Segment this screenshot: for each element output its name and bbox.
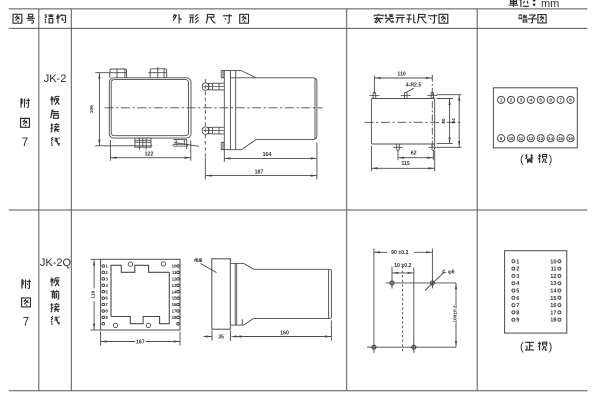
svg-text:4: 4	[529, 98, 532, 104]
svg-text:187: 187	[255, 169, 264, 175]
svg-text:9: 9	[516, 318, 519, 324]
svg-text:11: 11	[551, 267, 557, 273]
svg-text:106: 106	[89, 105, 95, 113]
svg-text:1: 1	[516, 259, 519, 265]
svg-text:1: 1	[105, 264, 108, 269]
svg-text:35: 35	[218, 334, 224, 340]
svg-text:7: 7	[23, 316, 29, 328]
svg-text:JK-2: JK-2	[44, 73, 67, 85]
svg-text:2: 2	[105, 270, 108, 275]
svg-text:16: 16	[550, 303, 556, 309]
svg-text:167: 167	[136, 339, 145, 345]
svg-text:4- φ6: 4- φ6	[442, 270, 455, 276]
svg-text:4: 4	[516, 281, 520, 287]
svg-text:9: 9	[105, 315, 108, 320]
svg-text:18: 18	[550, 318, 556, 324]
svg-text:3: 3	[105, 276, 108, 281]
svg-text:JK-2Q: JK-2Q	[40, 257, 72, 269]
svg-text:17: 17	[550, 310, 556, 316]
svg-text:4: 4	[105, 283, 108, 288]
svg-text:15: 15	[172, 296, 177, 301]
svg-text:115: 115	[401, 161, 410, 167]
svg-text:12: 12	[550, 274, 556, 280]
svg-text:90 ±0.2: 90 ±0.2	[391, 250, 408, 256]
svg-text:14: 14	[548, 136, 553, 141]
svg-text:80: 80	[441, 118, 447, 124]
svg-text:): )	[549, 341, 553, 353]
svg-text:3: 3	[520, 98, 523, 104]
svg-text:7: 7	[516, 303, 519, 309]
svg-text:110: 110	[397, 72, 405, 78]
svg-text:10: 10	[172, 264, 177, 269]
svg-text:9: 9	[500, 136, 503, 141]
svg-text:11: 11	[519, 136, 524, 141]
svg-text:4-R2.5: 4-R2.5	[406, 83, 422, 89]
svg-text:8: 8	[516, 310, 519, 316]
svg-text:10 ±0.2: 10 ±0.2	[394, 263, 411, 269]
svg-text:14: 14	[172, 289, 177, 294]
svg-text:8: 8	[569, 98, 572, 104]
svg-text:160: 160	[280, 330, 289, 336]
svg-text:12: 12	[528, 136, 533, 141]
svg-text:10: 10	[509, 136, 514, 141]
svg-text:100±0.2: 100±0.2	[452, 305, 458, 323]
svg-text:2: 2	[510, 98, 513, 104]
svg-text:118: 118	[91, 291, 97, 299]
svg-text:12: 12	[172, 276, 177, 281]
svg-text:7: 7	[105, 302, 108, 307]
svg-text:(: (	[520, 153, 524, 165]
svg-text:94: 94	[451, 118, 457, 124]
svg-text:18: 18	[172, 315, 177, 320]
svg-text:11: 11	[172, 270, 177, 275]
svg-text:5: 5	[516, 289, 519, 295]
svg-text:5: 5	[105, 289, 108, 294]
svg-text:3: 3	[516, 274, 519, 280]
svg-text:6: 6	[105, 296, 108, 301]
svg-text:13: 13	[550, 281, 556, 287]
svg-text:7: 7	[22, 137, 28, 149]
svg-text:13: 13	[172, 283, 177, 288]
svg-text:): )	[549, 153, 553, 165]
svg-text:17: 17	[172, 309, 177, 314]
svg-text:15: 15	[550, 296, 556, 302]
svg-text:62: 62	[411, 151, 417, 157]
svg-text:6: 6	[516, 296, 519, 302]
svg-text:122: 122	[145, 152, 154, 158]
svg-text:164: 164	[263, 152, 272, 158]
svg-text:14: 14	[550, 289, 557, 295]
svg-text:2: 2	[516, 267, 519, 273]
svg-text:(: (	[520, 341, 524, 353]
svg-text:16: 16	[568, 136, 573, 141]
svg-text:1: 1	[500, 98, 503, 104]
svg-text:5: 5	[539, 98, 542, 104]
svg-text:6: 6	[549, 98, 552, 104]
svg-text:13: 13	[538, 136, 543, 141]
svg-text:16: 16	[172, 302, 177, 307]
svg-text:mm: mm	[541, 0, 559, 10]
svg-text:7: 7	[559, 98, 562, 104]
svg-text:15: 15	[558, 136, 563, 141]
svg-text:10: 10	[550, 259, 556, 265]
svg-text:8: 8	[105, 309, 108, 314]
